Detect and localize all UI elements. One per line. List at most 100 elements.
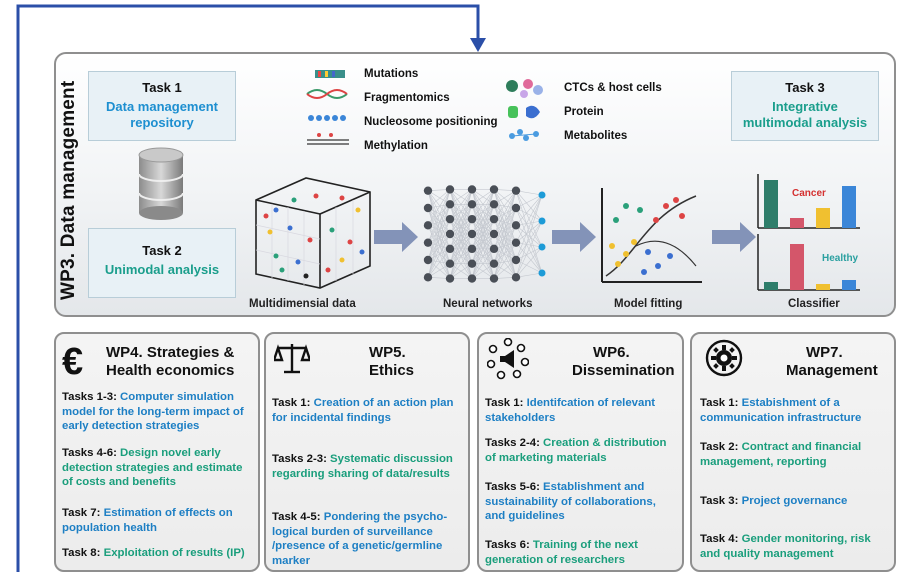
data-type-fragmentomics: Fragmentomics bbox=[364, 92, 450, 104]
task1-title: Task 1 bbox=[142, 80, 182, 95]
nn-node bbox=[467, 214, 477, 224]
nn-node bbox=[489, 259, 499, 268]
arrow-icon-3 bbox=[712, 222, 756, 252]
wp7-task-4: Task 4: Gender monitoring, risk and qual… bbox=[700, 533, 871, 560]
nn-node bbox=[467, 274, 477, 283]
arrow-icon-1 bbox=[374, 222, 418, 252]
wp7-title-line1: WP7. bbox=[806, 344, 843, 361]
nn-node bbox=[445, 244, 455, 254]
nn-node bbox=[467, 259, 477, 268]
nn-node bbox=[467, 185, 477, 194]
nn-node bbox=[538, 243, 546, 251]
data-type-mutations: Mutations bbox=[364, 68, 419, 80]
nn-node bbox=[423, 255, 433, 265]
nn-node bbox=[489, 185, 499, 194]
wp7-task-2: Task 2: Contract and financial managemen… bbox=[700, 441, 862, 468]
wp7-task-3: Task 3: Project governance bbox=[700, 495, 848, 507]
caption-model-fitting: Model fitting bbox=[614, 298, 683, 310]
nn-node bbox=[445, 259, 455, 268]
wp6-task-2: Tasks 2-4: Creation & distribution of ma… bbox=[485, 437, 667, 464]
nn-node bbox=[467, 244, 477, 254]
caption-neural-networks: Neural networks bbox=[443, 298, 533, 310]
task1-subtitle: Data management repository bbox=[106, 99, 218, 130]
wp6-title-line2: Dissemination bbox=[572, 362, 675, 379]
arrow-icon-2 bbox=[552, 222, 596, 252]
wp4-card: € WP4. Strategies & Health economics Tas… bbox=[54, 332, 260, 572]
nn-node bbox=[489, 244, 499, 254]
wp5-task-1: Task 1: Creation of an action plan for i… bbox=[272, 397, 454, 424]
wp4-task-3: Task 7: Estimation of effects on populat… bbox=[62, 507, 233, 534]
nn-node bbox=[511, 273, 521, 282]
nn-node bbox=[423, 273, 433, 282]
wp6-task-1: Task 1: Identifcation of relevant stakeh… bbox=[485, 397, 656, 424]
nn-node bbox=[445, 229, 455, 239]
classifier-healthy-label: Healthy bbox=[822, 253, 859, 264]
wp4-task-1: Tasks 1-3: Computer simulation model for… bbox=[62, 391, 244, 432]
classifier-cancer-label: Cancer bbox=[792, 188, 826, 199]
scales-icon bbox=[274, 344, 310, 374]
euro-icon: € bbox=[62, 341, 84, 383]
nn-node bbox=[538, 269, 546, 277]
wp7-title-line2: Management bbox=[786, 362, 878, 379]
data-type-methylation: Methylation bbox=[364, 140, 428, 152]
wp5-task-3: Task 4-5: Pondering the psycho-logical b… bbox=[272, 511, 448, 567]
nn-node bbox=[445, 200, 455, 209]
nn-node bbox=[511, 186, 521, 195]
wp7-task-1: Task 1: Estabishment of a communication … bbox=[700, 397, 862, 424]
wp5-card: WP5. Ethics Task 1: Creation of an actio… bbox=[264, 332, 470, 572]
nn-node bbox=[538, 191, 546, 199]
wp6-title-line1: WP6. bbox=[593, 344, 630, 361]
nn-node bbox=[489, 274, 499, 283]
wp3-label: WP3. Data management bbox=[58, 80, 79, 300]
data-type-metabolites: Metabolites bbox=[564, 130, 628, 142]
nn-node bbox=[511, 255, 521, 265]
data-type-protein: Protein bbox=[564, 106, 604, 118]
task2-box: Task 2 Unimodal analysis bbox=[88, 228, 236, 298]
data-type-ctcs: CTCs & host cells bbox=[564, 82, 662, 94]
nn-node bbox=[467, 229, 477, 239]
data-type-nucleosome: Nucleosome positioning bbox=[364, 116, 498, 128]
wp5-task-2: Tasks 2-3: Systematic discussion regardi… bbox=[272, 453, 453, 480]
omics-icons-right bbox=[506, 79, 543, 141]
nn-node bbox=[538, 217, 546, 225]
task3-title: Task 3 bbox=[785, 80, 825, 95]
nn-node bbox=[423, 221, 433, 230]
model-fitting-icon bbox=[601, 188, 702, 283]
network-megaphone-icon bbox=[487, 338, 529, 380]
task2-subtitle: Unimodal analysis bbox=[104, 262, 220, 277]
task2-title: Task 2 bbox=[142, 243, 182, 258]
neural-network-icon bbox=[423, 185, 546, 283]
wp4-title-line2: Health economics bbox=[106, 362, 235, 379]
task3-subtitle: Integrative multimodal analysis bbox=[742, 99, 868, 130]
nn-node bbox=[489, 229, 499, 239]
wp6-task-3: Tasks 5-6: Establishment and sustainabil… bbox=[485, 481, 656, 522]
caption-classifier: Classifier bbox=[788, 298, 840, 310]
classifier-icon bbox=[757, 174, 860, 291]
task3-box: Task 3 Integrative multimodal analysis bbox=[731, 71, 879, 141]
wp5-title-line1: WP5. bbox=[369, 344, 406, 361]
nn-node bbox=[445, 185, 455, 194]
wp6-task-4: Tasks 6: Training of the next generation… bbox=[485, 539, 638, 566]
wp4-task-2: Tasks 4-6: Design novel early detection … bbox=[62, 447, 243, 488]
task1-box: Task 1 Data management repository bbox=[88, 71, 236, 141]
nn-node bbox=[489, 200, 499, 209]
nn-node bbox=[445, 274, 455, 283]
database-icon bbox=[138, 147, 184, 220]
nn-node bbox=[511, 221, 521, 230]
gear-icon bbox=[705, 339, 743, 377]
multidimensional-data-icon bbox=[255, 177, 371, 289]
nn-node bbox=[489, 214, 499, 224]
nn-node bbox=[511, 238, 521, 247]
nn-node bbox=[423, 203, 433, 213]
nn-node bbox=[511, 203, 521, 213]
nn-node bbox=[423, 186, 433, 195]
wp6-card: WP6. Dissemination Task 1: Identifcation… bbox=[477, 332, 684, 572]
wp4-task-4: Task 8: Exploitation of results (IP) bbox=[62, 547, 245, 559]
nn-node bbox=[467, 200, 477, 209]
nn-node bbox=[445, 214, 455, 224]
nn-node bbox=[423, 238, 433, 247]
wp5-title-line2: Ethics bbox=[369, 362, 415, 379]
omics-icons-left bbox=[306, 70, 349, 145]
wp7-card: WP7. Management Task 1: Estabishment of … bbox=[690, 332, 896, 572]
caption-multidimensional: Multidimensial data bbox=[249, 298, 356, 310]
